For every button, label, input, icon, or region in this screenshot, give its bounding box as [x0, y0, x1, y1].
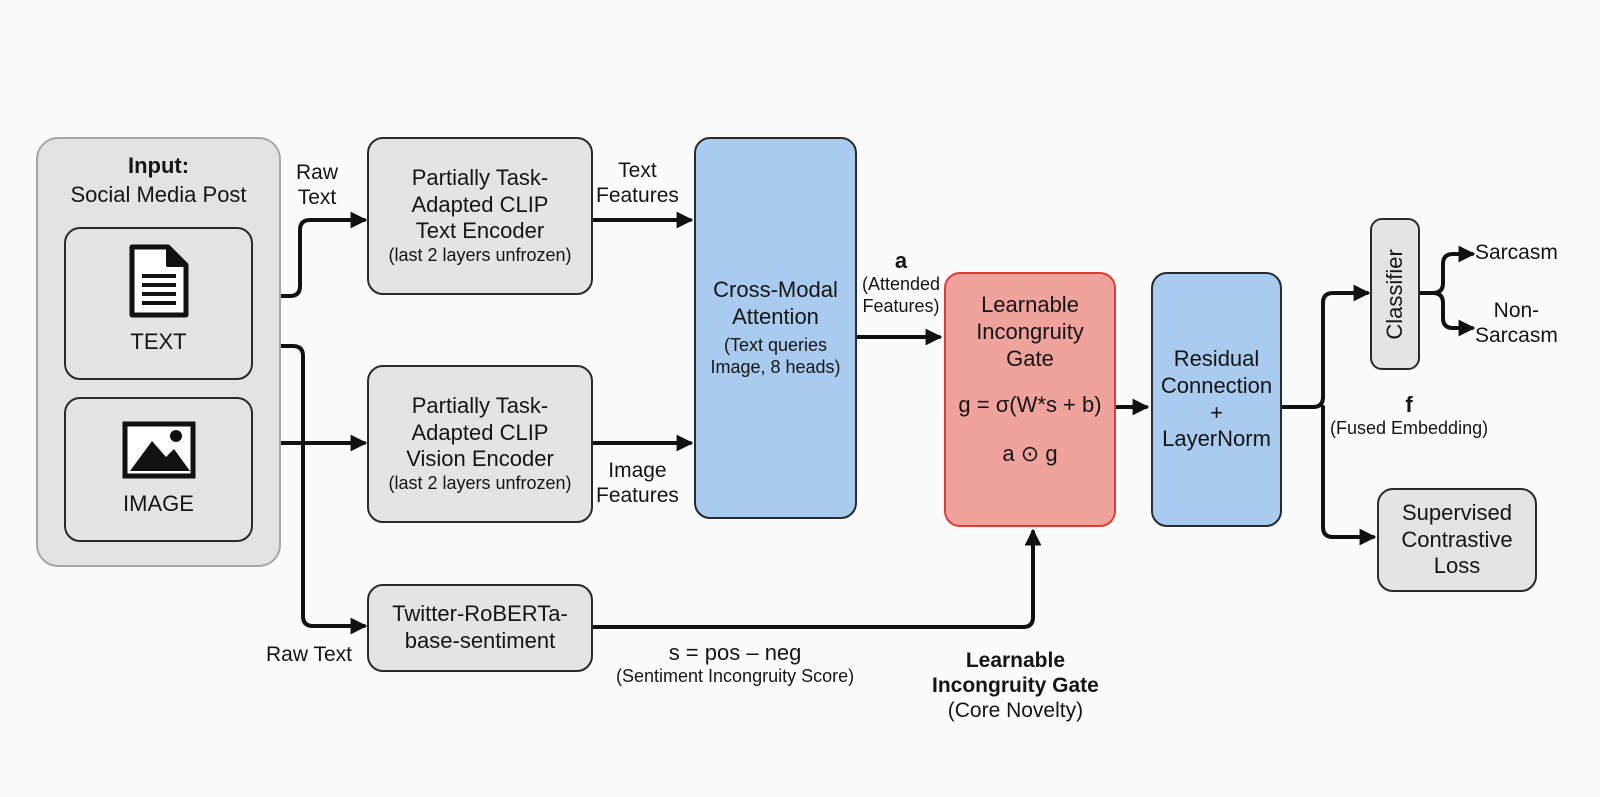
non-sarcasm-line2: Sarcasm: [1475, 324, 1558, 348]
output-non-sarcasm: Non- Sarcasm: [1475, 298, 1558, 348]
score-caption: (Sentiment Incongruity Score): [616, 666, 855, 687]
text-features-label: Text Features: [596, 158, 679, 208]
core-novelty-note: Learnable Incongruity Gate (Core Novelty…: [932, 648, 1099, 724]
image-icon: [122, 421, 195, 479]
sentiment-score-label: s = pos – neg (Sentiment Incongruity Sco…: [616, 640, 854, 688]
contrastive-line3: Loss: [1433, 553, 1481, 579]
attention-line2: Attention: [732, 304, 819, 330]
residual-line1: Residual: [1173, 345, 1260, 371]
edge-text-to-text-encoder: [248, 211, 368, 298]
sentiment-model-line2: base-sentiment: [404, 628, 556, 653]
image-features-line2: Features: [596, 484, 679, 508]
edge-residual-to-classifier: [1280, 284, 1371, 409]
edge-classifier-to-non-sarcasm: [1431, 291, 1476, 337]
novelty-line3: (Core Novelty): [947, 699, 1084, 723]
image-input-tile[interactable]: IMAGE: [64, 397, 253, 542]
text-encoder-line3: Text Encoder: [415, 218, 545, 244]
attention-line1: Cross-Modal: [713, 277, 838, 303]
contrastive-line2: Contrastive: [1401, 526, 1513, 552]
gate-line1: Learnable: [981, 292, 1079, 317]
gate-line2: Incongruity: [976, 318, 1084, 344]
residual-layernorm-box[interactable]: Residual Connection + LayerNorm: [1151, 272, 1282, 527]
incongruity-gate-box[interactable]: Learnable Incongruity Gate g = σ(W*s + b…: [944, 272, 1116, 527]
attended-line2: Features): [862, 295, 940, 316]
vision-encoder-line3: Vision Encoder: [406, 446, 554, 472]
input-title: Input:: [127, 153, 190, 178]
attended-symbol: a: [894, 248, 908, 273]
text-features-line1: Text: [618, 159, 657, 182]
text-encoder-note: (last 2 layers unfrozen): [388, 245, 572, 266]
raw-text-top-line1: Raw: [296, 161, 339, 184]
text-input-label: TEXT: [130, 329, 187, 355]
vision-encoder-line2: Adapted CLIP: [411, 419, 549, 445]
raw-text-label-top: Raw Text: [296, 160, 338, 210]
text-input-tile[interactable]: TEXT: [64, 227, 253, 380]
image-features-line1: Image: [608, 459, 667, 482]
residual-line4: LayerNorm: [1162, 426, 1271, 452]
fused-caption: (Fused Embedding): [1330, 418, 1489, 439]
contrastive-loss-box[interactable]: Supervised Contrastive Loss: [1377, 488, 1537, 592]
residual-line2: Connection: [1160, 372, 1273, 398]
residual-line3: +: [1210, 399, 1223, 425]
cross-modal-attention-box[interactable]: Cross-Modal Attention (Text queries Imag…: [694, 137, 857, 519]
novelty-line2: Incongruity Gate: [932, 674, 1099, 698]
raw-text-label-bottom: Raw Text: [266, 643, 352, 666]
output-sarcasm: Sarcasm: [1475, 241, 1558, 264]
edge-classifier-to-sarcasm: [1414, 245, 1476, 295]
sentiment-model-box[interactable]: Twitter-RoBERTa- base-sentiment: [367, 584, 593, 672]
fused-embedding-label: f (Fused Embedding): [1330, 392, 1488, 440]
contrastive-line1: Supervised: [1401, 499, 1513, 525]
gate-formula: g = σ(W*s + b): [958, 392, 1102, 418]
text-encoder-line2: Adapted CLIP: [411, 191, 549, 217]
attention-line4: Image, 8 heads): [710, 356, 841, 377]
raw-text-top-line2: Text: [297, 186, 337, 210]
vision-encoder-box[interactable]: Partially Task- Adapted CLIP Vision Enco…: [367, 365, 593, 523]
attended-features-label: a (Attended Features): [862, 248, 940, 318]
document-icon: [129, 244, 188, 318]
vision-encoder-line1: Partially Task-: [411, 392, 549, 418]
gate-line3: Gate: [1006, 345, 1054, 371]
attended-line1: (Attended: [862, 274, 941, 295]
image-features-label: Image Features: [596, 458, 679, 508]
image-input-label: IMAGE: [123, 491, 194, 517]
score-formula: s = pos – neg: [668, 640, 802, 665]
edge-sentiment-score: [591, 528, 1042, 629]
edge-text-to-vision-split: [248, 344, 305, 442]
sentiment-model-line1: Twitter-RoBERTa-: [392, 601, 568, 627]
classifier-label: Classifier: [1381, 248, 1407, 340]
non-sarcasm-line1: Non-: [1493, 299, 1540, 322]
edge-residual-to-contrastive: [1321, 405, 1377, 546]
fused-symbol: f: [1405, 392, 1413, 417]
text-features-line2: Features: [596, 184, 679, 208]
text-encoder-box[interactable]: Partially Task- Adapted CLIP Text Encode…: [367, 137, 593, 295]
novelty-line1: Learnable: [965, 649, 1066, 672]
input-subtitle: Social Media Post: [70, 181, 247, 207]
attention-line3: (Text queries: [723, 334, 828, 355]
vision-encoder-note: (last 2 layers unfrozen): [388, 473, 572, 494]
gate-product: a ⊙ g: [1002, 441, 1058, 467]
classifier-box[interactable]: Classifier: [1370, 218, 1420, 370]
text-encoder-line1: Partially Task-: [411, 164, 549, 190]
edge-to-sentiment-model: [301, 438, 368, 635]
